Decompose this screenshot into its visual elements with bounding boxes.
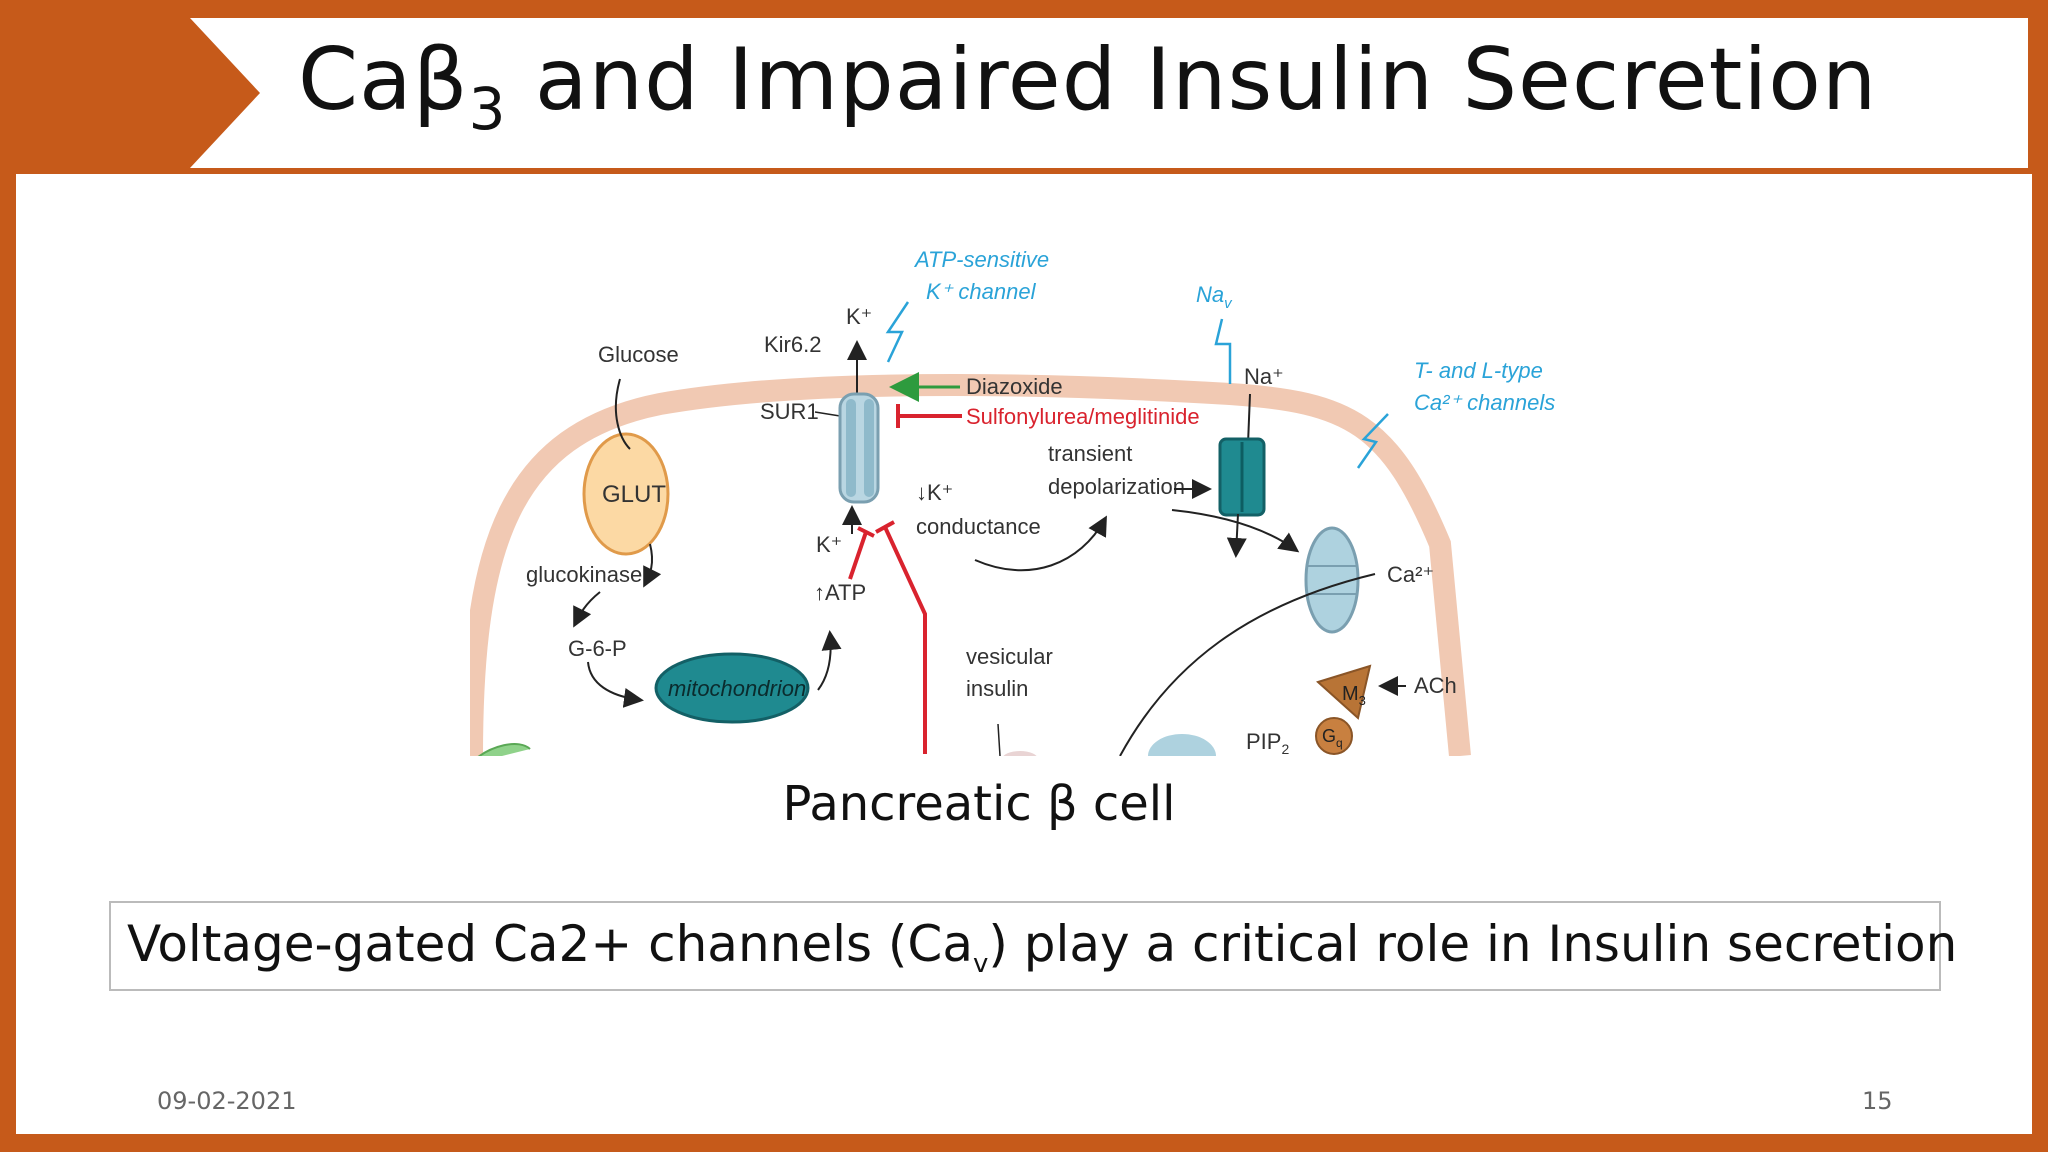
cell-membrane <box>470 374 1471 756</box>
ca-channel <box>1304 526 1360 634</box>
ca2-label: Ca²⁺ <box>1387 562 1434 587</box>
na-plus-label: Na⁺ <box>1244 364 1284 389</box>
sulfonylurea-label: Sulfonylurea/meglitinide <box>966 404 1200 429</box>
kir62-label: Kir6.2 <box>764 332 821 357</box>
k-conductance-label-2: conductance <box>916 514 1041 539</box>
glut-label: GLUT <box>602 481 666 508</box>
pancreatic-beta-cell-diagram: Glucose GLUT glucokinase G-6-P mitochond… <box>470 247 1555 756</box>
t-l-type-label-1: T- and L-type <box>1414 358 1543 383</box>
page-number: 15 <box>1862 1087 1893 1115</box>
pip2-label: PIP2 <box>1246 729 1289 756</box>
k-in-label: K⁺ <box>816 532 842 557</box>
gq-protein <box>1315 717 1353 755</box>
mitochondrion-label: mitochondrion <box>668 676 806 701</box>
transient-label-2: depolarization <box>1048 474 1185 499</box>
t-l-type-label-2: Ca²⁺ channels <box>1414 390 1555 415</box>
atp-sensitive-label-1: ATP-sensitive <box>913 247 1049 272</box>
callout-box: Voltage-gated Ca2+ channels (Cav) play a… <box>109 901 1957 991</box>
ach-label: ACh <box>1414 673 1457 698</box>
k-out-label: K⁺ <box>846 304 872 329</box>
vesicular-label-1: vesicular <box>966 644 1053 669</box>
glucokinase-label: glucokinase <box>526 562 642 587</box>
atp-sensitive-label-2: K⁺ channel <box>926 279 1037 304</box>
callout-text: Voltage-gated Ca2+ channels (Cav) play a… <box>127 915 1958 979</box>
sur1-label: SUR1 <box>760 399 819 424</box>
title-band <box>260 18 2028 168</box>
m3-receptor <box>1316 664 1372 720</box>
nav-label: Nav <box>1196 282 1233 312</box>
vesicular-label-2: insulin <box>966 676 1028 701</box>
glucose-label: Glucose <box>598 342 679 367</box>
footer-date: 09-02-2021 <box>157 1087 297 1115</box>
figure-caption: Pancreatic β cell <box>782 776 1176 832</box>
mitochondrion <box>654 652 810 724</box>
transient-label-1: transient <box>1048 441 1132 466</box>
glut-transporter <box>582 432 670 556</box>
k-conductance-label-1: ↓K⁺ <box>916 480 953 505</box>
page-title: Caβ3 and Impaired Insulin Secretion <box>298 30 1878 143</box>
diazoxide-label: Diazoxide <box>966 374 1063 399</box>
g6p-label: G-6-P <box>568 636 627 661</box>
atp-label: ↑ATP <box>814 580 866 605</box>
